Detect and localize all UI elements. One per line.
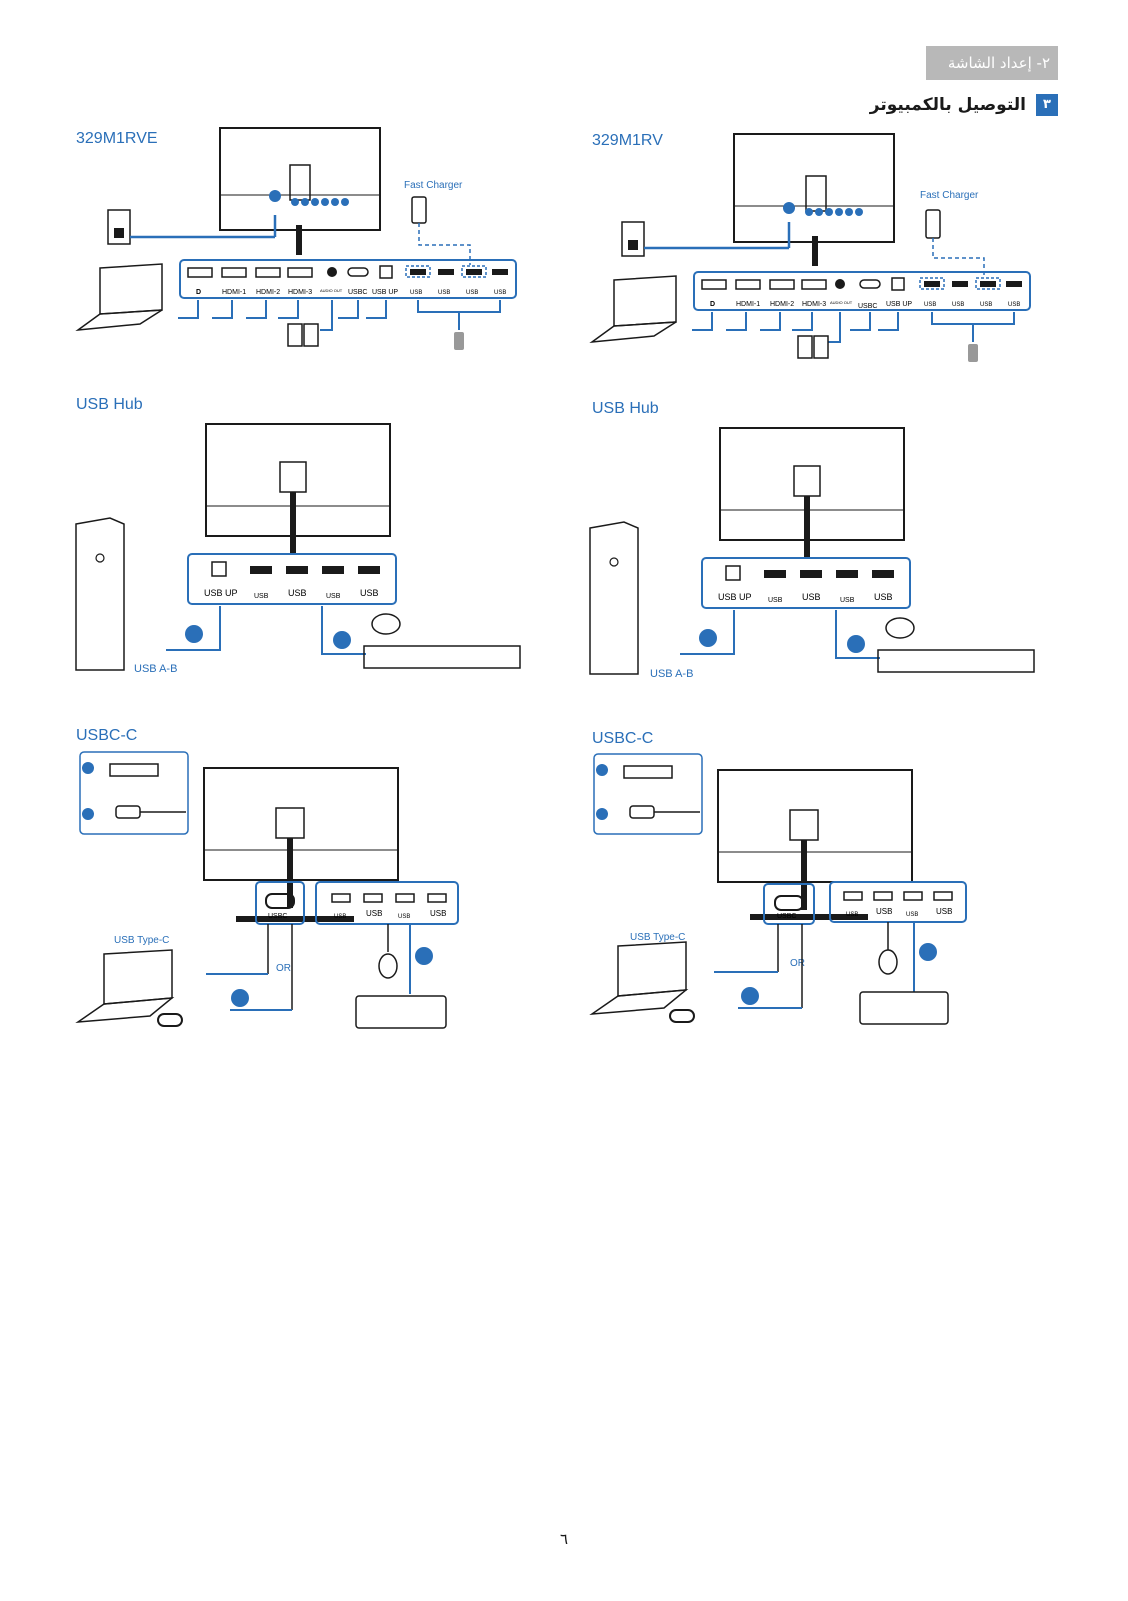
page-heading: ٣ التوصيل بالكمبيوتر <box>870 94 1058 116</box>
port-label: USB <box>430 909 446 918</box>
port-label: USB <box>936 907 952 916</box>
right-usbc-diagram: USBC USB USB USB USB <box>589 753 967 1025</box>
right-main-diagram: D HDMI-1 HDMI-2 HDMI-3 AUDIO OUT USBC US… <box>589 133 1031 362</box>
port-label: HDMI-1 <box>736 301 760 308</box>
right-usb-hub-diagram: USB UP USB USB USB USB <box>589 427 1035 675</box>
port-label: USB <box>980 302 992 308</box>
left-usbc-c-label: USBC-C <box>76 727 138 744</box>
port-label: AUDIO OUT <box>830 300 853 305</box>
right-usb-hub-label: USB Hub <box>592 400 659 417</box>
port-label: USB UP <box>372 289 398 296</box>
left-or-label: OR <box>276 963 291 974</box>
section-tab: ٢- إعداد الشاشة <box>926 46 1058 80</box>
port-label: USB <box>840 597 855 604</box>
port-label: USB <box>438 290 450 296</box>
page-number: ٦ <box>559 1530 569 1548</box>
left-usb-type-c-label: USB Type-C <box>114 935 170 946</box>
port-label: USB UP <box>204 588 238 598</box>
port-label: HDMI-1 <box>222 289 246 296</box>
port-label: USB <box>952 302 964 308</box>
port-label: USB <box>906 912 918 918</box>
right-or-label: OR <box>790 958 805 969</box>
port-label: USB <box>846 912 858 918</box>
port-label: USB <box>768 597 783 604</box>
port-label: USBC <box>348 289 367 296</box>
port-label: USBC <box>858 303 877 310</box>
heading-title: التوصيل بالكمبيوتر <box>869 95 1026 115</box>
right-model-label: 329M1RV <box>592 132 663 149</box>
port-label: HDMI-3 <box>288 289 312 296</box>
port-label: USB <box>876 907 892 916</box>
left-main-diagram: D HDMI-1 HDMI-2 HDMI-3 AUDIO OUT USBC US… <box>75 127 517 350</box>
heading-number: ٣ <box>1036 94 1058 116</box>
port-label: USBC <box>777 913 796 920</box>
port-label: USB <box>366 909 382 918</box>
port-label: USB <box>802 592 821 602</box>
port-label: USB <box>466 290 478 296</box>
left-model-label: 329M1RVE <box>76 130 158 147</box>
port-label: USB <box>874 592 893 602</box>
port-label: HDMI-3 <box>802 301 826 308</box>
right-usbc-c-label: USBC-C <box>592 730 654 747</box>
port-label: USB <box>334 914 346 920</box>
port-label: D <box>710 301 715 308</box>
port-label: USB <box>494 290 506 296</box>
port-label: USB <box>1008 302 1020 308</box>
left-usbc-diagram: USBC USB USB USB USB <box>75 751 459 1029</box>
port-label: USB UP <box>718 592 752 602</box>
port-label: USB <box>326 593 341 600</box>
port-label: USBC <box>268 913 287 920</box>
port-label: USB <box>254 593 269 600</box>
left-usb-hub-diagram: USB UP USB USB USB USB <box>75 423 521 671</box>
port-label: HDMI-2 <box>256 289 280 296</box>
port-label: USB <box>410 290 422 296</box>
right-usb-ab-label: USB A-B <box>650 668 694 680</box>
port-label: D <box>196 289 201 296</box>
right-fast-charger-label: Fast Charger <box>920 190 979 201</box>
port-label: HDMI-2 <box>770 301 794 308</box>
left-fast-charger-label: Fast Charger <box>404 180 463 191</box>
port-label: USB <box>360 588 379 598</box>
port-label: USB <box>398 914 410 920</box>
port-label: USB <box>288 588 307 598</box>
left-usb-ab-label: USB A-B <box>134 663 178 675</box>
port-label: USB UP <box>886 301 912 308</box>
port-label: AUDIO OUT <box>320 288 343 293</box>
left-usb-hub-label: USB Hub <box>76 396 143 413</box>
right-usb-type-c-label: USB Type-C <box>630 932 686 943</box>
port-label: USB <box>924 302 936 308</box>
